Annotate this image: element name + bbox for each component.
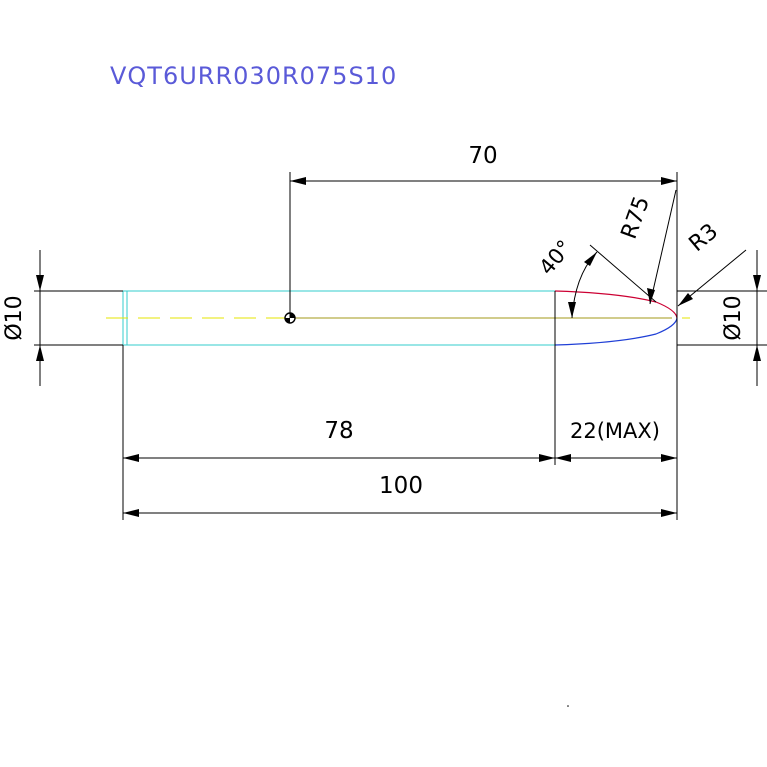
dim-22max-label: 22(MAX) bbox=[570, 419, 660, 443]
profile-top-arc bbox=[554, 290, 678, 319]
dim-r75-label: R75 bbox=[617, 193, 655, 242]
profile-bottom-arc bbox=[554, 317, 678, 346]
dim-100-label: 100 bbox=[379, 473, 423, 499]
dimension-lines bbox=[34, 172, 767, 520]
dim-78-label: 78 bbox=[324, 418, 353, 444]
dim-angle-label: 40° bbox=[534, 236, 576, 280]
dim-r3-label: R3 bbox=[685, 219, 724, 257]
part-number-label: VQT6URR030R075S10 bbox=[110, 62, 397, 90]
dim-diameter-left-label: Ø10 bbox=[2, 295, 27, 340]
dim-70-label: 70 bbox=[468, 143, 497, 169]
arrowheads bbox=[36, 177, 761, 517]
stray-mark bbox=[567, 705, 569, 707]
dim-diameter-right-label: Ø10 bbox=[721, 295, 746, 340]
